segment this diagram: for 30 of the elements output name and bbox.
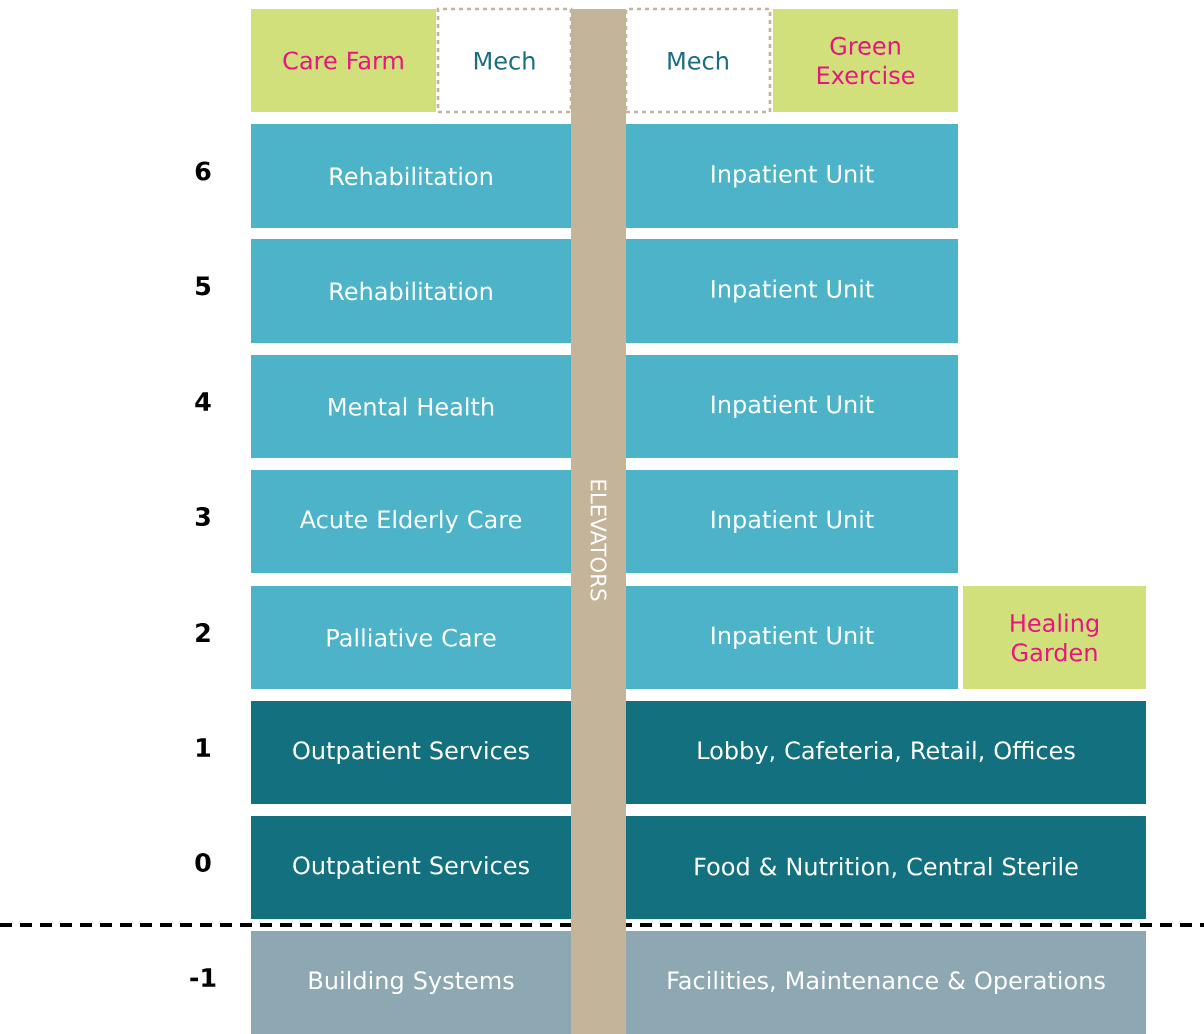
floor-section: Facilities, Maintenance & Operations bbox=[626, 931, 1146, 1034]
floor-section: Lobby, Cafeteria, Retail, Offices bbox=[626, 701, 1146, 804]
box-room: Healing Garden bbox=[963, 586, 1146, 689]
floor-section: Mental Health bbox=[251, 355, 571, 458]
floor-number: 3 bbox=[195, 506, 210, 527]
floor-section: Inpatient Unit bbox=[626, 355, 958, 458]
floor-section: Inpatient Unit bbox=[626, 239, 958, 343]
floor-section: Rehabilitation bbox=[251, 124, 571, 228]
mechanical-room: Mech bbox=[624, 7, 772, 114]
floor-section: Inpatient Unit bbox=[626, 470, 958, 573]
floor-number: 5 bbox=[196, 276, 211, 296]
floor-section: Outpatient Services bbox=[251, 701, 571, 804]
floor-section: Inpatient Unit bbox=[626, 124, 958, 228]
floor-section: Palliative Care bbox=[251, 586, 571, 689]
floor-section: Rehabilitation bbox=[251, 239, 571, 343]
floor-number: 1 bbox=[197, 738, 211, 757]
floor-section: Outpatient Services bbox=[251, 816, 571, 919]
elevator-shaft: ELEVATORS bbox=[571, 9, 626, 1034]
mechanical-room: Mech bbox=[436, 7, 573, 114]
floor-section: Acute Elderly Care bbox=[251, 470, 571, 573]
floor-section: Inpatient Unit bbox=[626, 586, 958, 689]
floor-section: Building Systems bbox=[251, 931, 571, 1034]
floor-number: 0 bbox=[195, 852, 211, 873]
floor-number: -1 bbox=[190, 968, 216, 987]
floor-number: 6 bbox=[195, 161, 211, 181]
box-room: Green Exercise bbox=[773, 9, 958, 112]
floor-number: 2 bbox=[196, 623, 210, 642]
box-room: Care Farm bbox=[251, 9, 436, 112]
floor-section: Food & Nutrition, Central Sterile bbox=[626, 816, 1146, 919]
floor-number: 4 bbox=[195, 392, 211, 411]
